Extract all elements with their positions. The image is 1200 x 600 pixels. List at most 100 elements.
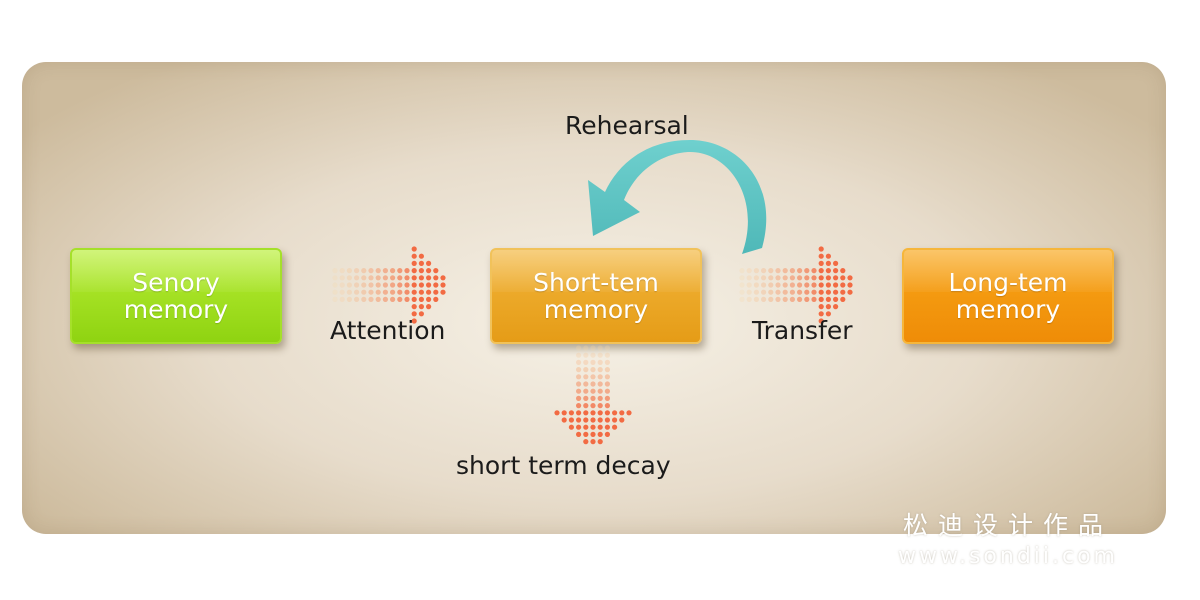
arrow-dot — [746, 296, 752, 302]
arrow-dot — [426, 282, 432, 288]
arrow-dot — [797, 275, 803, 281]
arrow-dot — [597, 417, 603, 423]
arrow-dot — [789, 282, 796, 288]
arrow-dot — [426, 275, 432, 281]
arrow-dot — [775, 296, 781, 302]
arrow-dot — [354, 275, 360, 281]
arrow-dot — [847, 289, 853, 295]
arrow-dot — [818, 296, 824, 302]
arrow-dot — [583, 410, 589, 416]
arrow-dot — [368, 296, 374, 302]
arrow-dot — [576, 345, 582, 351]
arrow-dot — [597, 345, 603, 351]
arrow-dot — [597, 359, 603, 365]
arrow-dot — [339, 282, 345, 288]
arrow-dot — [612, 417, 618, 423]
arrow-dot — [397, 289, 403, 295]
arrow-dot — [768, 282, 774, 288]
arrow-dot — [332, 289, 338, 295]
arrow-dot — [583, 352, 589, 358]
arrow-dot — [583, 388, 589, 394]
arrow-dot — [847, 282, 853, 288]
arrow-dot — [825, 289, 832, 295]
arrow-dot — [390, 275, 396, 281]
watermark: 松迪设计作品 www.sondii.com — [860, 506, 1156, 569]
arrow-dot — [576, 410, 582, 416]
arrow-dot — [825, 275, 832, 281]
arrow-dot — [433, 275, 439, 281]
arrow-dot — [382, 268, 388, 274]
arrow-dot — [339, 268, 345, 274]
arrow-dot — [782, 268, 788, 274]
arrow-dot — [739, 275, 745, 281]
arrow-dot — [583, 381, 589, 387]
arrow-dot — [818, 253, 824, 259]
arrow-dot — [576, 367, 582, 373]
arrow-dot — [597, 352, 603, 358]
arrow-dot — [375, 296, 381, 302]
rehearsal-label: Rehearsal — [565, 111, 689, 140]
arrow-dot — [576, 359, 582, 365]
sensory-memory-line2: memory — [123, 295, 229, 324]
arrow-dot — [597, 367, 603, 373]
arrow-dot — [768, 296, 774, 302]
arrow-dot — [397, 268, 403, 274]
arrow-dot — [404, 296, 410, 302]
arrow-dot — [825, 253, 832, 259]
arrow-dot — [753, 268, 760, 274]
arrow-dot — [797, 289, 803, 295]
arrow-dot — [811, 268, 817, 274]
arrow-dot — [775, 275, 781, 281]
short-term-memory-line2: memory — [543, 295, 649, 324]
arrow-dot — [604, 381, 611, 387]
arrow-dot — [576, 403, 582, 409]
arrow-dot — [818, 318, 824, 324]
arrow-dot — [768, 289, 774, 295]
arrow-dot — [782, 296, 788, 302]
arrow-dot — [426, 304, 432, 310]
arrow-dot — [818, 260, 824, 266]
arrow-dot — [583, 403, 589, 409]
arrow-dot — [811, 275, 817, 281]
arrow-dot — [397, 296, 403, 302]
arrow-dot — [626, 410, 632, 416]
arrow-dot — [418, 268, 424, 274]
arrow-dot — [433, 268, 439, 274]
arrow-dot — [590, 345, 596, 351]
arrow-dot — [583, 424, 589, 430]
arrow-dot — [804, 296, 810, 302]
arrow-dot — [612, 424, 618, 430]
arrow-dot — [746, 289, 752, 295]
watermark-url: www.sondii.com — [898, 544, 1118, 569]
arrow-dot — [346, 296, 352, 302]
arrow-dot — [354, 268, 360, 274]
arrow-dot — [375, 275, 381, 281]
arrow-dot — [818, 275, 824, 281]
arrow-dot — [561, 410, 567, 416]
arrow-dot — [833, 282, 839, 288]
arrow-dot — [840, 282, 846, 288]
arrow-dot — [411, 304, 417, 310]
arrow-dot — [604, 410, 611, 416]
arrow-dot — [590, 381, 596, 387]
arrow-dot — [361, 289, 367, 295]
arrow-dot — [768, 275, 774, 281]
sensory-memory-box: Senory memory — [70, 248, 282, 344]
arrow-dot — [568, 410, 575, 416]
arrow-dot — [418, 282, 424, 288]
arrow-dot — [818, 304, 824, 310]
arrow-dot — [397, 275, 403, 281]
arrow-dot — [825, 282, 832, 288]
arrow-dot — [590, 417, 596, 423]
arrow-dot — [583, 359, 589, 365]
arrow-dot — [619, 410, 625, 416]
arrow-dot — [411, 253, 417, 259]
arrow-dot — [418, 275, 424, 281]
arrow-dot — [390, 282, 396, 288]
arrow-dot — [390, 289, 396, 295]
arrow-dot — [583, 431, 589, 437]
arrow-dot — [354, 282, 360, 288]
arrow-dot — [411, 289, 417, 295]
arrow-dot — [761, 268, 767, 274]
decay-label: short term decay — [456, 451, 671, 480]
